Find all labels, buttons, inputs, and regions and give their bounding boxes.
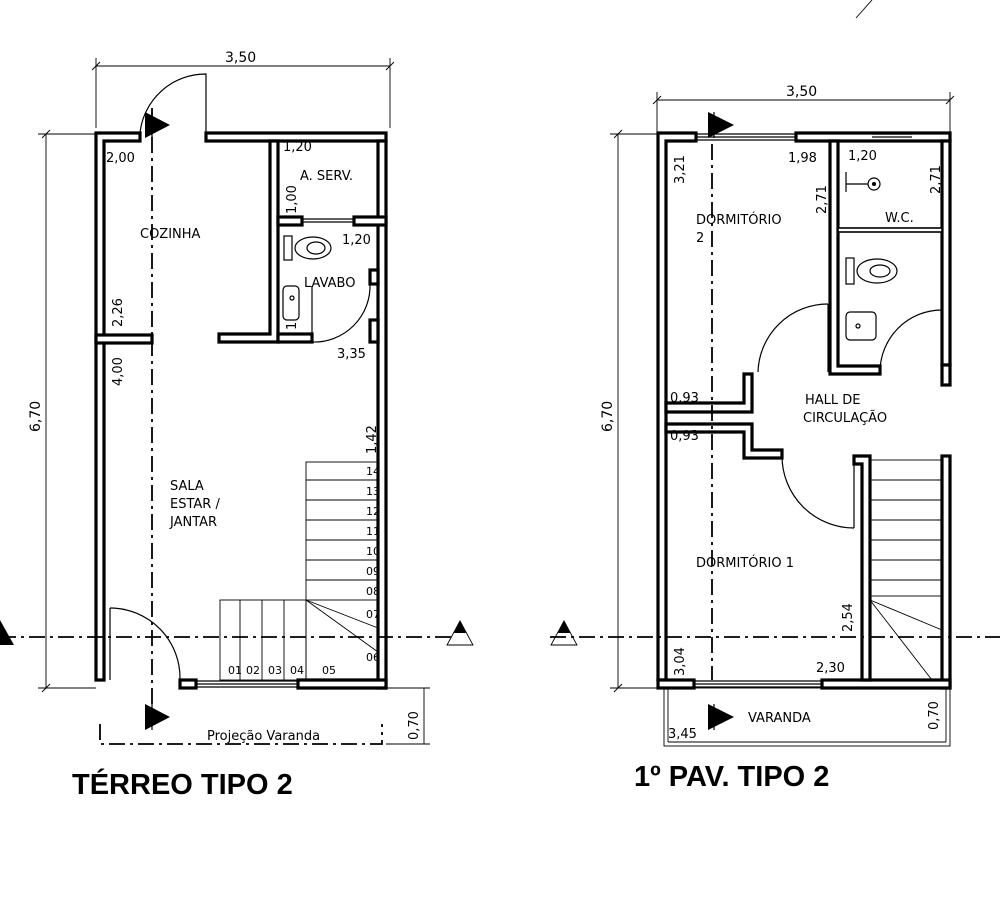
plan-pav1: 3,50 6,70 — [550, 84, 1000, 793]
room-label-aserv: A. SERV. — [300, 169, 353, 184]
room-label-jantar: JANTAR — [169, 515, 217, 530]
step-label: 05 — [322, 664, 336, 677]
dim-400: 4,00 — [111, 357, 126, 386]
step-label: 01 — [228, 664, 242, 677]
step-label: 14 — [366, 465, 380, 478]
step-label: 10 — [366, 545, 380, 558]
room-label-dormitorio-1: DORMITÓRIO 1 — [696, 555, 794, 571]
terreo-title: TÉRREO TIPO 2 — [72, 767, 293, 801]
room-label-hall: HALL DE — [805, 393, 861, 408]
dim-271a: 2,71 — [815, 185, 830, 214]
room-label-estar: ESTAR / — [170, 497, 220, 512]
dim-321: 3,21 — [673, 155, 688, 184]
section-marker-icon — [446, 620, 474, 646]
room-label-lavabo: LAVABO — [304, 276, 355, 291]
dim-120b: 1,20 — [342, 233, 371, 248]
dim-142: 1,42 — [365, 425, 380, 454]
dim-304: 3,04 — [673, 647, 688, 676]
room-label-circulacao: CIRCULAÇÃO — [803, 410, 887, 426]
room-label-projecao-varanda: Projeção Varanda — [207, 729, 320, 744]
plan-terreo: 3,50 6,70 — [0, 50, 474, 801]
room-label-sala: SALA — [170, 479, 204, 494]
dim-120a: 1,20 — [283, 140, 312, 155]
dim-271b: 2,71 — [929, 165, 944, 194]
stairs-terreo: 14 13 12 11 10 09 08 07 06 05 04 03 02 0… — [219, 461, 380, 681]
terreo-width-label: 3,50 — [225, 50, 256, 66]
dim-254: 2,54 — [841, 603, 856, 632]
room-label-varanda: VARANDA — [748, 711, 811, 726]
room-label-dormitorio-2-number: 2 — [696, 231, 704, 246]
pav1-title: 1º PAV. TIPO 2 — [634, 761, 829, 793]
entry-arrow-icon — [145, 112, 170, 730]
dim-230: 2,30 — [816, 661, 845, 676]
step-label: 12 — [366, 505, 380, 518]
room-label-wc: W.C. — [885, 211, 914, 226]
room-label-dormitorio-2: DORMITÓRIO — [696, 212, 782, 228]
step-label: 04 — [290, 664, 304, 677]
step-label: 11 — [366, 525, 380, 538]
dim-345: 3,45 — [668, 727, 697, 742]
sink-icon — [282, 285, 300, 321]
dim-198: 1,98 — [788, 151, 817, 166]
step-label: 09 — [366, 565, 380, 578]
step-label: 02 — [246, 664, 260, 677]
step-label: 07 — [366, 608, 380, 621]
dim-120: 1,20 — [848, 149, 877, 164]
dim-070-pav1: 0,70 — [927, 701, 942, 730]
sink-icon — [845, 311, 877, 341]
dim-093a: 0,93 — [670, 391, 699, 406]
step-label: 03 — [268, 664, 282, 677]
dim-226: 2,26 — [111, 298, 126, 327]
pav1-depth-label: 6,70 — [600, 401, 616, 432]
dim-200: 2,00 — [106, 151, 135, 166]
dim-1: 1 — [285, 322, 300, 330]
stairs-pav1 — [869, 459, 943, 681]
toilet-icon — [845, 257, 898, 285]
entry-arrow-icon — [708, 112, 734, 730]
toilet-icon — [283, 235, 332, 261]
dim-070-terreo: 0,70 — [407, 711, 422, 740]
shower-icon — [845, 172, 881, 192]
section-marker-icon — [550, 620, 578, 646]
terreo-depth-label: 6,70 — [28, 401, 44, 432]
step-label: 13 — [366, 485, 380, 498]
dim-100: 1,00 — [285, 185, 300, 214]
room-label-cozinha: COZINHA — [140, 227, 201, 242]
step-label: 08 — [366, 585, 380, 598]
section-marker-icon — [0, 620, 14, 645]
dim-093b: 0,93 — [670, 429, 699, 444]
step-label: 06 — [366, 651, 380, 664]
dim-335: 3,35 — [337, 347, 366, 362]
pav1-width-label: 3,50 — [786, 84, 817, 100]
